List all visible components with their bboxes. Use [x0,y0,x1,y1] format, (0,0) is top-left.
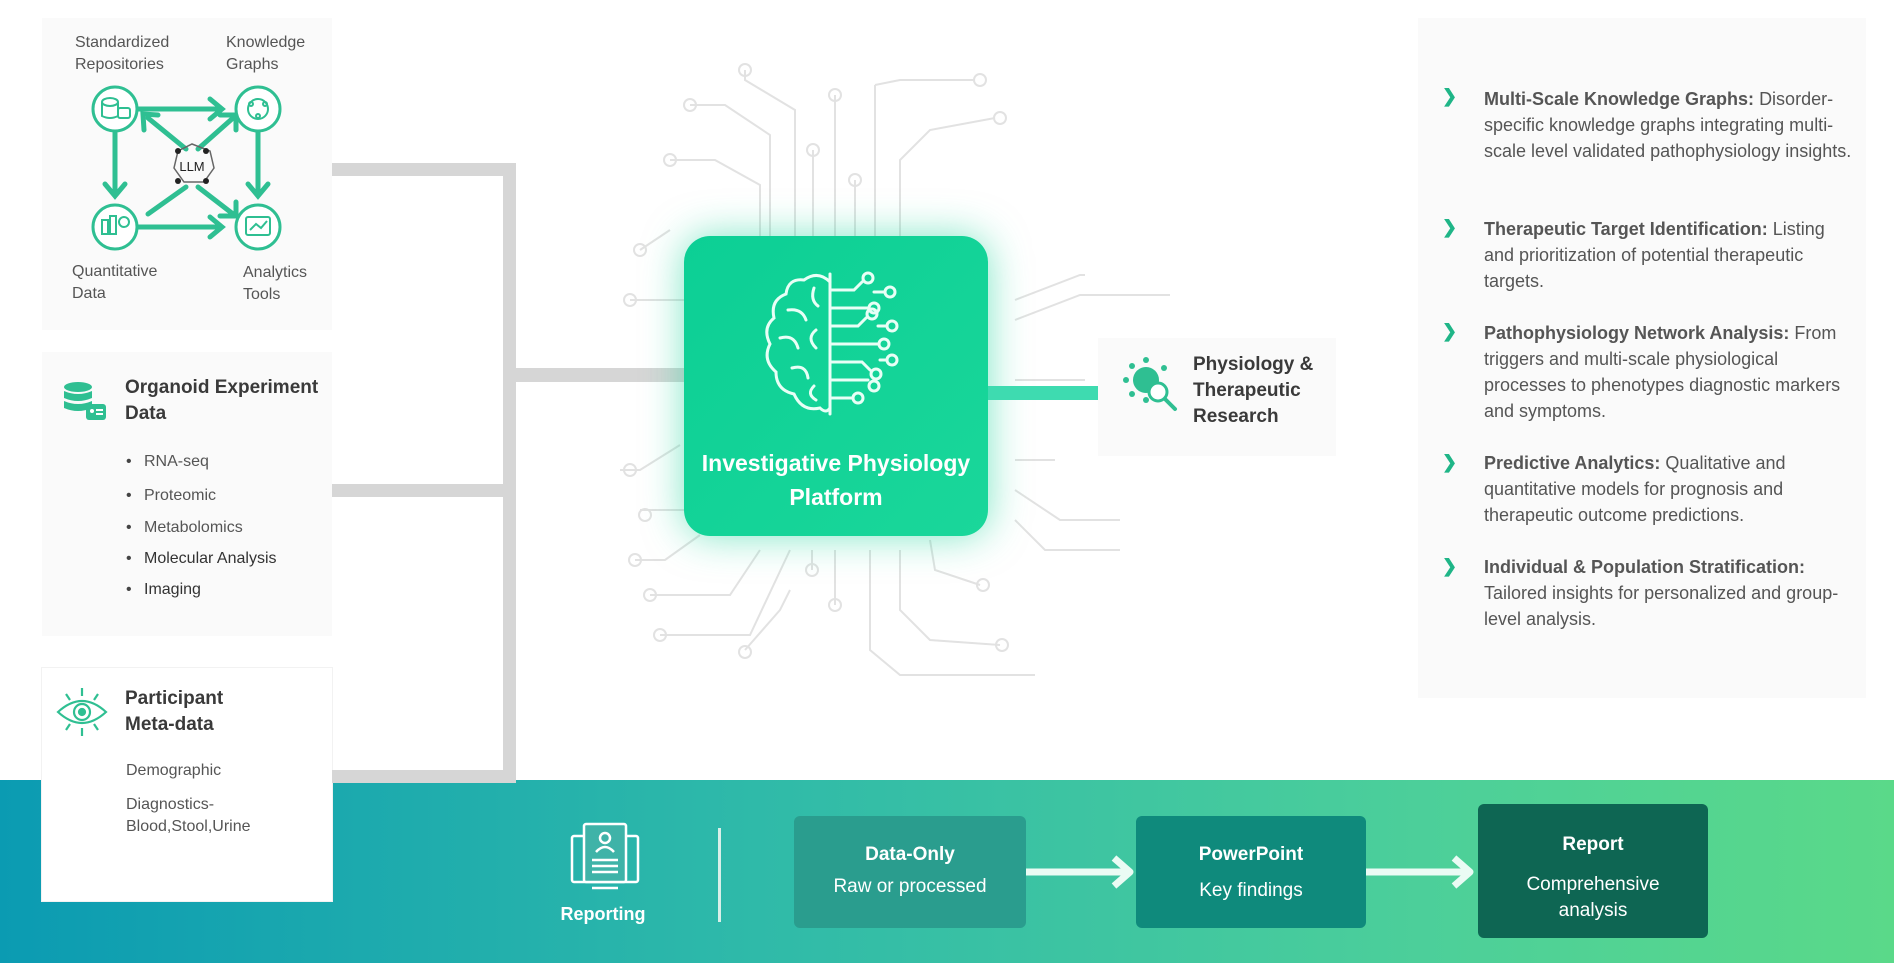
feature-item: Individual & Population Stratification: … [1484,554,1854,632]
powerpoint-box: PowerPoint Key findings [1136,816,1366,928]
feature-item: Pathophysiology Network Analysis: From t… [1484,320,1854,424]
reporting-divider [718,828,721,922]
organoid-title: Organoid Experiment Data [125,377,319,424]
arrow-right-icon [1366,855,1474,889]
connector-top [332,163,516,176]
organoid-item: Metabolomics [126,519,243,537]
report-title: Report [1562,834,1624,855]
platform-core [684,236,988,536]
research-icon [1123,357,1177,411]
data-only-box: Data-Only Raw or processed [794,816,1026,928]
feature-title: Pathophysiology Network Analysis: [1484,323,1790,343]
document-icon [570,822,640,890]
report-sub: Comprehensive analysis [1526,874,1660,921]
chevron-icon: ❯ [1442,556,1458,576]
data-only-sub: Raw or processed [833,876,987,897]
feature-item: Multi-Scale Knowledge Graphs: Disorder-s… [1484,86,1854,164]
feature-title: Individual & Population Stratification: [1484,557,1806,577]
powerpoint-sub: Key findings [1199,880,1303,901]
organoid-item: Molecular Analysis [126,550,276,568]
connector-to-research [988,386,1098,400]
organoid-item: Imaging [126,581,201,599]
feature-item: Therapeutic Target Identification: Listi… [1484,216,1854,294]
chevron-icon: ❯ [1442,217,1458,237]
hub-llm-label: LLM [179,159,204,174]
research-card [1098,338,1336,456]
participant-item: Demographic [126,762,222,779]
features-card [1418,18,1866,698]
feature-text: Tailored insights for personalized and g… [1484,583,1839,629]
hub-label-bottom-left: Quantitative Data [72,263,158,302]
reporting-label: Reporting [560,904,646,924]
hub-label-top-right: Knowledge Graphs [226,34,306,73]
data-only-title: Data-Only [865,844,955,865]
hub-card [42,18,332,330]
brain-icon [765,271,899,416]
database-icon [64,382,106,420]
organoid-item: RNA-seq [126,453,209,471]
feature-title: Multi-Scale Knowledge Graphs: [1484,89,1755,109]
hub-diagram: LLM [91,85,282,251]
chevron-icon: ❯ [1442,321,1458,341]
connector-to-core [516,368,686,382]
platform-title: Investigative Physiology Platform [701,450,971,510]
feature-title: Therapeutic Target Identification: [1484,219,1768,239]
feature-text: From triggers and multi-scale physiologi… [1484,323,1841,421]
organoid-item: Proteomic [126,487,216,505]
feature-item: Predictive Analytics: Qualitative and qu… [1484,450,1854,528]
connector-vertical [503,163,516,783]
chevron-icon: ❯ [1442,452,1458,472]
report-box: Report Comprehensive analysis [1478,804,1708,938]
research-title: Physiology & Therapeutic Research [1193,354,1314,427]
connector-mid [332,484,516,497]
connector-bottom [332,770,516,783]
feature-text: Listing and prioritization of potential … [1484,219,1825,291]
feature-title: Predictive Analytics: [1484,453,1661,473]
circuit-traces [620,63,1170,676]
arrow-right-icon [1026,855,1134,889]
participant-item: Diagnostics-Blood,Stool,Urine [126,796,251,835]
feature-text: Disorder-specific knowledge graphs integ… [1484,89,1852,161]
participant-card [42,668,332,901]
eye-icon [56,688,108,736]
hub-label-bottom-right: Analytics Tools [243,264,308,303]
participant-title: Participant Meta-data [125,688,224,735]
hub-label-top-left: Standardized Repositories [75,34,170,73]
chevron-icon: ❯ [1442,86,1458,106]
powerpoint-title: PowerPoint [1198,844,1304,865]
feature-text: Qualitative and quantitative models for … [1484,453,1786,525]
